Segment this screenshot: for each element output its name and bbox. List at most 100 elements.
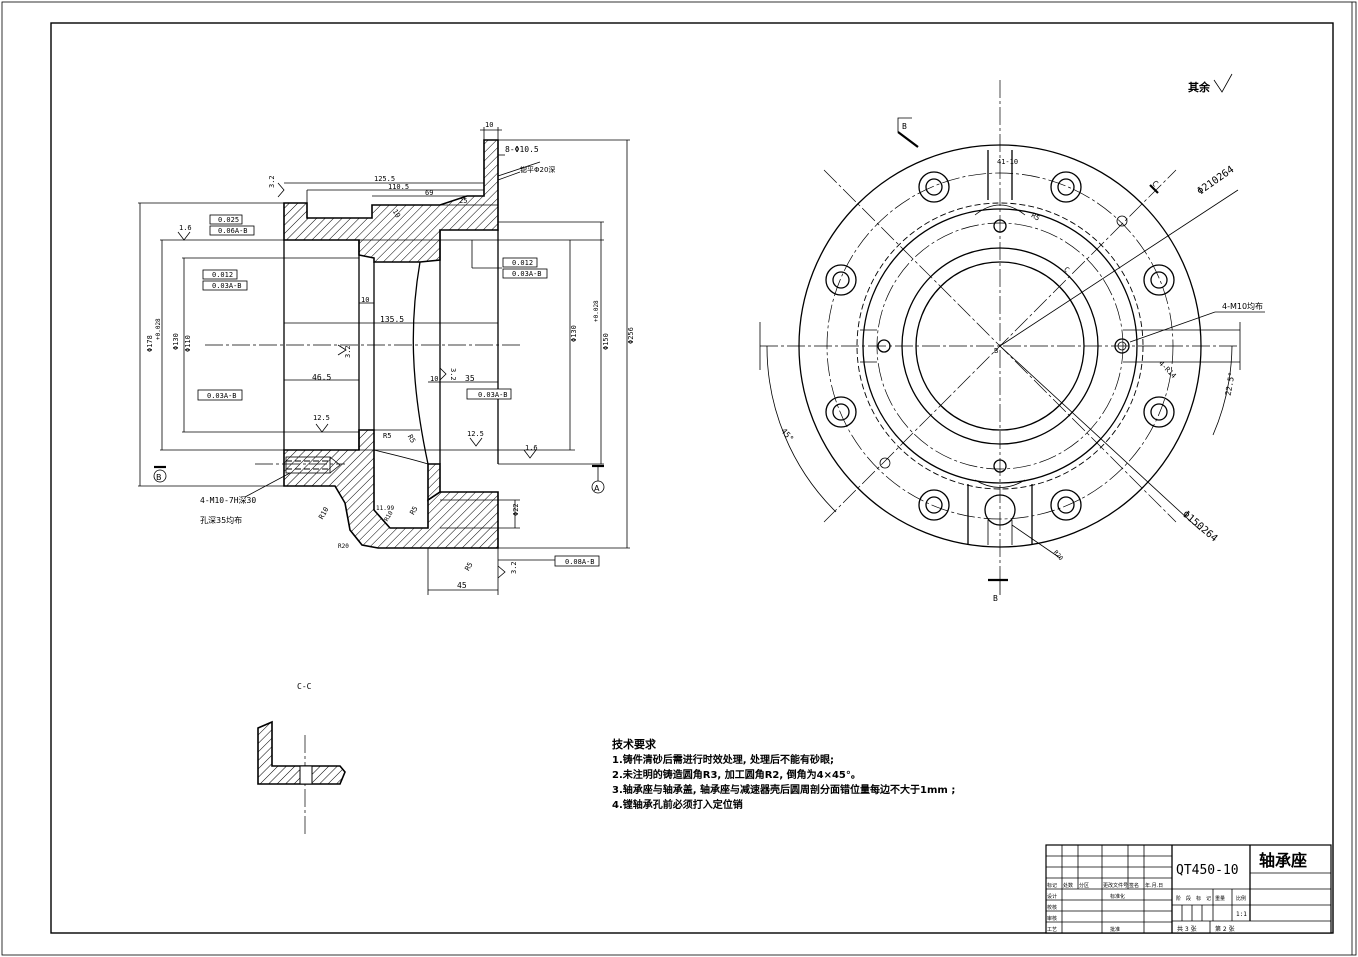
svg-text:Φ210264: Φ210264 (1195, 164, 1236, 197)
svg-text:Φ22: Φ22 (512, 503, 520, 516)
svg-text:签名: 签名 (1129, 882, 1139, 889)
svg-text:C-C: C-C (297, 682, 312, 691)
svg-text:41-10: 41-10 (997, 158, 1018, 166)
svg-text:重量: 重量 (1215, 895, 1225, 902)
svg-text:C: C (1062, 265, 1071, 274)
svg-text:0.06A-B: 0.06A-B (218, 227, 248, 235)
bolt-circle (826, 172, 1174, 520)
svg-text:3.2: 3.2 (268, 175, 276, 188)
outer-flange (798, 144, 1202, 548)
svg-text:A: A (594, 484, 600, 493)
technical-requirements: 技术要求 1.铸件清砂后需进行时效处理, 处理后不能有砂眼; 2.未注明的铸造圆… (612, 737, 955, 811)
datum-marker-a: A (591, 464, 605, 494)
svg-text:3.2: 3.2 (449, 368, 457, 381)
svg-text:Φ150264: Φ150264 (1180, 509, 1219, 545)
svg-text:第 2 张: 第 2 张 (1215, 925, 1235, 933)
svg-text:R5: R5 (408, 505, 419, 516)
svg-text:2.未注明的铸造圆角R3, 加工圆角R2, 倒角为4×45°: 2.未注明的铸造圆角R3, 加工圆角R2, 倒角为4×45°。 (612, 768, 861, 781)
svg-text:设计: 设计 (1047, 893, 1057, 900)
svg-text:1.6: 1.6 (525, 444, 538, 452)
svg-text:孔深35均布: 孔深35均布 (200, 515, 242, 525)
svg-text:校核: 校核 (1047, 904, 1057, 911)
svg-text:年.月.日: 年.月.日 (1145, 882, 1163, 889)
svg-text:分区: 分区 (1079, 882, 1089, 889)
svg-text:110.5: 110.5 (388, 183, 409, 191)
svg-text:R5: R5 (406, 433, 417, 444)
svg-text:10: 10 (485, 121, 493, 129)
svg-text:标记: 标记 (1047, 882, 1057, 889)
inner-border (50, 22, 1334, 934)
title-block: QT450-10 轴承座 1:1 共 3 张 第 2 张 标记 处数 分区 更改… (1045, 844, 1332, 934)
svg-text:+0.028: +0.028 (155, 318, 162, 340)
svg-text:0.03A-B: 0.03A-B (207, 392, 237, 400)
svg-text:标: 标 (1196, 895, 1201, 902)
datum-marker-b: B (153, 465, 167, 483)
svg-text:3.2: 3.2 (510, 561, 518, 574)
lower-wall-section (283, 429, 499, 549)
svg-text:45: 45 (457, 581, 467, 590)
svg-text:10: 10 (361, 296, 369, 304)
svg-text:1.6: 1.6 (179, 224, 192, 232)
svg-text:B: B (156, 473, 162, 482)
bearing-bore (915, 261, 1085, 431)
svg-text:批准: 批准 (1110, 926, 1120, 933)
right-front-view: B B C C B 41-10 R5 Φ210264 4-M10均布 4-R14… (759, 80, 1265, 603)
svg-text:4-M10-7H深30: 4-M10-7H深30 (200, 496, 256, 505)
left-section-view: B A 10 8-Φ10 (138, 121, 635, 595)
svg-text:4.镗轴承孔前必须打入定位销: 4.镗轴承孔前必须打入定位销 (612, 798, 743, 811)
svg-text:12.5: 12.5 (467, 430, 484, 438)
svg-text:R20: R20 (1052, 549, 1065, 562)
svg-text:10: 10 (391, 208, 402, 219)
svg-text:其余: 其余 (1188, 80, 1211, 94)
svg-text:审核: 审核 (1047, 915, 1057, 922)
svg-text:R10: R10 (383, 510, 395, 523)
svg-text:11.99: 11.99 (376, 505, 394, 512)
svg-text:125.5: 125.5 (374, 175, 395, 183)
svg-text:B: B (994, 347, 998, 355)
svg-text:0.012: 0.012 (512, 259, 533, 267)
svg-text:R5: R5 (463, 561, 474, 572)
svg-text:12.5: 12.5 (313, 414, 330, 422)
svg-text:R20: R20 (338, 543, 349, 550)
svg-text:1.铸件清砂后需进行时效处理, 处理后不能有砂眼;: 1.铸件清砂后需进行时效处理, 处理后不能有砂眼; (612, 753, 834, 766)
svg-text:10: 10 (430, 375, 438, 383)
tolerance-frames (197, 214, 600, 567)
svg-text:阶: 阶 (1176, 895, 1181, 902)
svg-text:0.025: 0.025 (218, 216, 239, 224)
svg-text:R5: R5 (383, 432, 391, 440)
svg-text:4-R14: 4-R14 (1157, 359, 1178, 380)
svg-text:Φ150: Φ150 (602, 333, 610, 350)
svg-text:共 3 张: 共 3 张 (1177, 925, 1197, 933)
svg-text:Φ256: Φ256 (627, 327, 635, 344)
svg-text:记: 记 (1206, 895, 1211, 902)
section-c-c: C-C (257, 682, 346, 835)
svg-text:段: 段 (1186, 895, 1191, 902)
svg-text:46.5: 46.5 (312, 373, 331, 382)
svg-text:Φ110: Φ110 (184, 335, 192, 352)
svg-text:45°: 45° (779, 427, 795, 444)
svg-text:35: 35 (465, 374, 475, 383)
svg-text:比例: 比例 (1236, 895, 1246, 902)
upper-wall-section (283, 139, 499, 263)
scale-value: 1:1 (1236, 911, 1247, 918)
svg-text:0.03A-B: 0.03A-B (512, 270, 542, 278)
svg-text:技术要求: 技术要求 (612, 737, 657, 751)
bolt-holes (825, 171, 1175, 521)
svg-text:处数: 处数 (1063, 882, 1073, 889)
svg-text:B: B (993, 594, 998, 603)
svg-text:+0.028: +0.028 (593, 300, 600, 322)
svg-text:Φ130: Φ130 (172, 333, 180, 350)
svg-text:25: 25 (459, 197, 467, 205)
svg-text:4-M10均布: 4-M10均布 (1222, 301, 1263, 311)
svg-text:B: B (902, 122, 907, 131)
svg-text:R10: R10 (317, 506, 330, 521)
threaded-holes (877, 215, 1130, 473)
svg-text:锪平Φ20深: 锪平Φ20深 (520, 165, 555, 174)
material-label: QT450-10 (1176, 863, 1239, 878)
svg-text:3.轴承座与轴承盖, 轴承座与减速器壳后圆周剖分面错位量每边: 3.轴承座与轴承盖, 轴承座与减速器壳后圆周剖分面错位量每边不大于1mm ; (612, 783, 955, 796)
surface-roughness-note: 其余 (1188, 73, 1233, 94)
svg-text:Φ178: Φ178 (146, 335, 154, 352)
svg-text:C: C (1150, 179, 1160, 189)
